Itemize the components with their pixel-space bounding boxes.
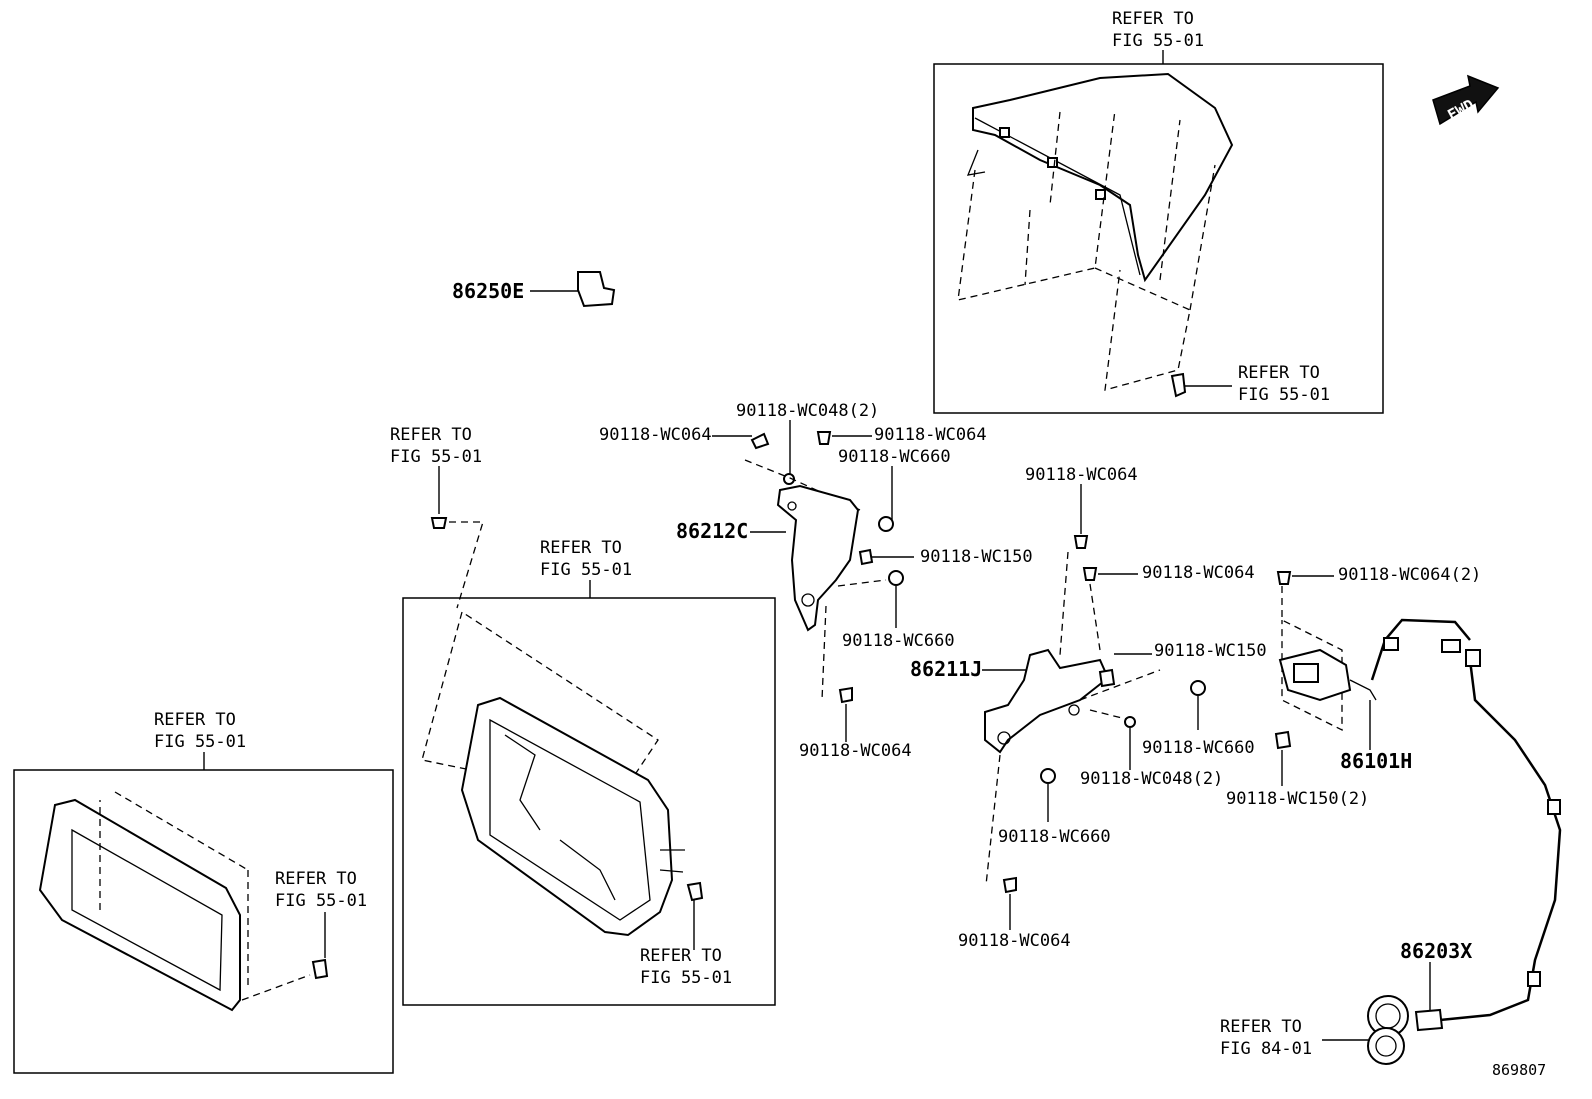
refer-label-line1: REFER TO — [275, 869, 357, 889]
part-number-86203X: 86203X — [1400, 939, 1472, 963]
screw-icon — [816, 431, 832, 445]
fastener-label: 90118-WC064 — [599, 425, 712, 445]
screw-icon — [1082, 567, 1098, 581]
upper-panel-box — [933, 63, 1384, 414]
fastener-label: 90118-WC660 — [1142, 738, 1255, 758]
screw-icon — [430, 517, 448, 529]
clip-icon — [1170, 372, 1187, 398]
fastener-label: 90118-WC064 — [958, 931, 1071, 951]
nut-icon — [783, 473, 795, 485]
screw-icon — [1276, 571, 1292, 585]
refer-label-line2: FIG 55-01 — [640, 968, 732, 988]
screw-icon — [838, 686, 853, 704]
refer-label-line1: REFER TO — [540, 538, 622, 558]
part-number-86101H: 86101H — [1340, 749, 1412, 773]
refer-label-line1: REFER TO — [1220, 1017, 1302, 1037]
fastener-label: 90118-WC150 — [920, 547, 1033, 567]
center-bezel — [460, 696, 674, 937]
nut-icon — [1190, 680, 1206, 696]
nut-icon — [1124, 716, 1136, 728]
part-number-86212C: 86212C — [676, 519, 748, 543]
wire-harness — [1370, 618, 1562, 1022]
left-screw-group: REFER TO FIG 55-01 — [390, 425, 484, 609]
fastener-label: 90118-WC150(2) — [1226, 789, 1369, 809]
bracket-86212C-group: 90118-WC048(2) 90118-WC064 90118-WC064 9… — [599, 401, 1033, 761]
middle-bezel-group: REFER TO FIG 55-01 REFER TO FIG 55-01 — [402, 538, 776, 1006]
refer-label-line2: FIG 55-01 — [1238, 385, 1330, 405]
middle-bezel-box — [402, 597, 776, 1006]
fastener-label: 90118-WC048(2) — [736, 401, 879, 421]
clip-icon — [1274, 730, 1292, 750]
fastener-label: 90118-WC064 — [799, 741, 912, 761]
refer-label-line1: REFER TO — [390, 425, 472, 445]
lower-frame-group: REFER TO FIG 55-01 REFER TO FIG 55-01 — [13, 710, 394, 1074]
screw-icon — [750, 432, 770, 450]
fastener-label: 90118-WC064 — [1025, 465, 1138, 485]
refer-label-line2: FIG 55-01 — [154, 732, 246, 752]
fastener-label: 90118-WC150 — [1154, 641, 1267, 661]
screw-icon — [1073, 535, 1089, 549]
clip-icon — [1098, 668, 1116, 688]
nut-icon — [878, 516, 894, 532]
refer-label-line1: REFER TO — [640, 946, 722, 966]
clip-icon — [686, 881, 704, 902]
refer-label-line2: FIG 55-01 — [390, 447, 482, 467]
fastener-label: 90118-WC660 — [998, 827, 1111, 847]
module-86101H-group: 90118-WC064(2) 86101H 90118-WC150(2) 862… — [1220, 565, 1562, 1065]
refer-label-line2: FIG 55-01 — [540, 560, 632, 580]
bracket-86211J — [984, 648, 1110, 754]
bracket-86212C — [776, 484, 860, 632]
clip-icon — [858, 548, 874, 566]
refer-label-line2: FIG 55-01 — [1112, 31, 1204, 51]
clip-icon — [311, 958, 329, 980]
nut-icon — [1040, 768, 1056, 784]
upper-hood-panel — [972, 72, 1234, 283]
connector-86203X — [1414, 1008, 1444, 1032]
switch-86250E — [577, 271, 616, 308]
refer-label-line1: REFER TO — [1238, 363, 1320, 383]
fastener-label: 90118-WC064(2) — [1338, 565, 1481, 585]
diagram-id: 869807 — [1492, 1061, 1546, 1079]
refer-label-line2: FIG 55-01 — [275, 891, 367, 911]
nut-icon — [888, 570, 904, 586]
refer-label-line1: REFER TO — [154, 710, 236, 730]
bracket-86211J-group: 90118-WC064 90118-WC064 86211J 90118-WC1… — [910, 465, 1267, 951]
screw-icon — [1002, 876, 1017, 894]
refer-label-line2: FIG 84-01 — [1220, 1039, 1312, 1059]
trim-frame — [38, 798, 241, 1012]
fastener-label: 90118-WC064 — [1142, 563, 1255, 583]
fastener-label: 90118-WC660 — [838, 447, 951, 467]
refer-label-line1: REFER TO — [1112, 9, 1194, 29]
fastener-label: 90118-WC660 — [842, 631, 955, 651]
fastener-label: 90118-WC048(2) — [1080, 769, 1223, 789]
part-86250E-group: 86250E — [452, 271, 616, 308]
part-number-86211J: 86211J — [910, 657, 982, 681]
upper-panel-group: REFER TO FIG 55-01 REFER TO FIG 55-01 — [933, 9, 1384, 414]
fastener-label: 90118-WC064 — [874, 425, 987, 445]
part-number-86250E: 86250E — [452, 279, 524, 303]
forward-arrow-icon: FWD — [1432, 74, 1500, 126]
